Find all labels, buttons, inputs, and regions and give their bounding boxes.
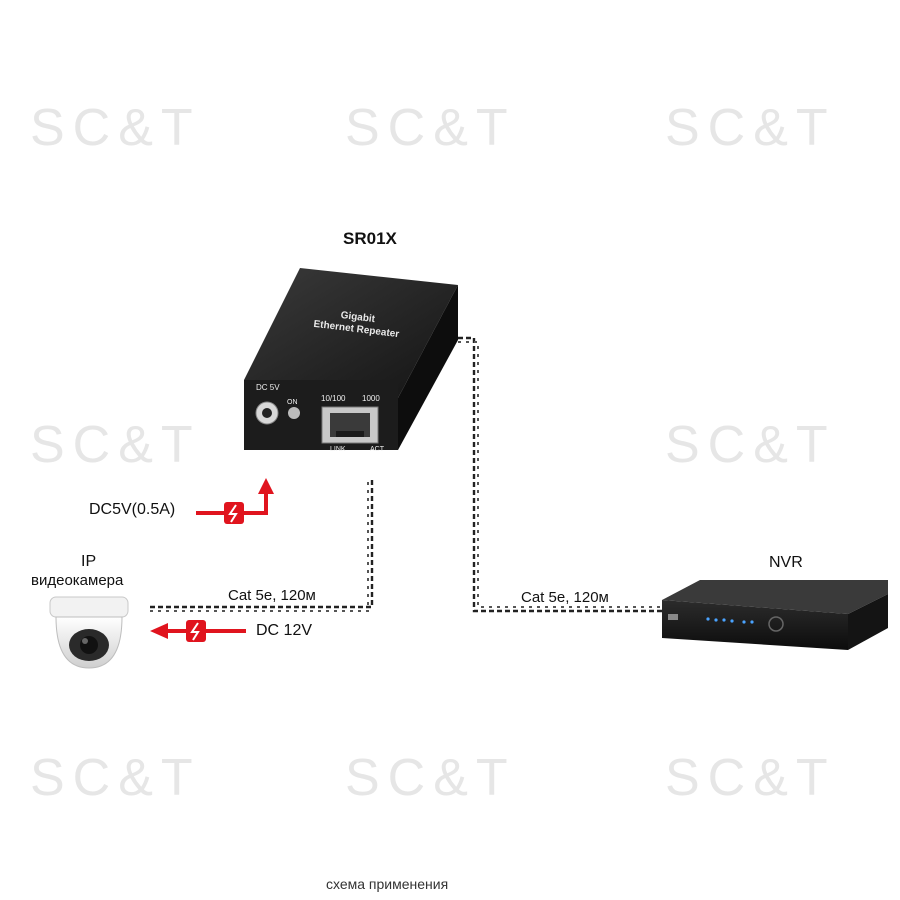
- cable-right-label: Cat 5e, 120м: [521, 589, 609, 606]
- ip-camera: [49, 596, 129, 669]
- cable-left-label: Cat 5e, 120м: [228, 587, 316, 604]
- act-label: ACT: [370, 446, 384, 453]
- power-out-arrow: [150, 620, 246, 642]
- watermark: SC&T: [665, 99, 836, 157]
- on-led-label: ON: [287, 399, 298, 406]
- cable-right: [458, 336, 662, 613]
- watermark: SC&T: [345, 749, 516, 807]
- power-in-label: DC5V(0.5A): [89, 501, 176, 518]
- camera-label-line2: видеокамера: [31, 572, 124, 589]
- camera-label-line1: IP: [81, 553, 97, 570]
- power-jack-label: DC 5V: [256, 383, 280, 392]
- watermark: SC&T: [665, 416, 836, 474]
- watermark: SC&T: [30, 416, 201, 474]
- watermark: SC&T: [345, 99, 516, 157]
- port-speed-2: 1000: [362, 394, 380, 403]
- port-speed-1: 10/100: [321, 394, 346, 403]
- diagram-caption: схема применения: [326, 876, 449, 892]
- watermark: SC&T: [665, 749, 836, 807]
- power-out-label: DC 12V: [256, 622, 313, 639]
- device-title: SR01X: [343, 229, 397, 248]
- watermark: SC&T: [30, 749, 201, 807]
- cable-left: [150, 480, 374, 612]
- watermark: SC&T: [30, 99, 201, 157]
- nvr-label: NVR: [769, 554, 803, 571]
- power-in-arrow: [196, 478, 274, 524]
- nvr-device: [662, 580, 888, 650]
- repeater-device: [244, 268, 458, 450]
- link-label: LINK: [330, 446, 346, 453]
